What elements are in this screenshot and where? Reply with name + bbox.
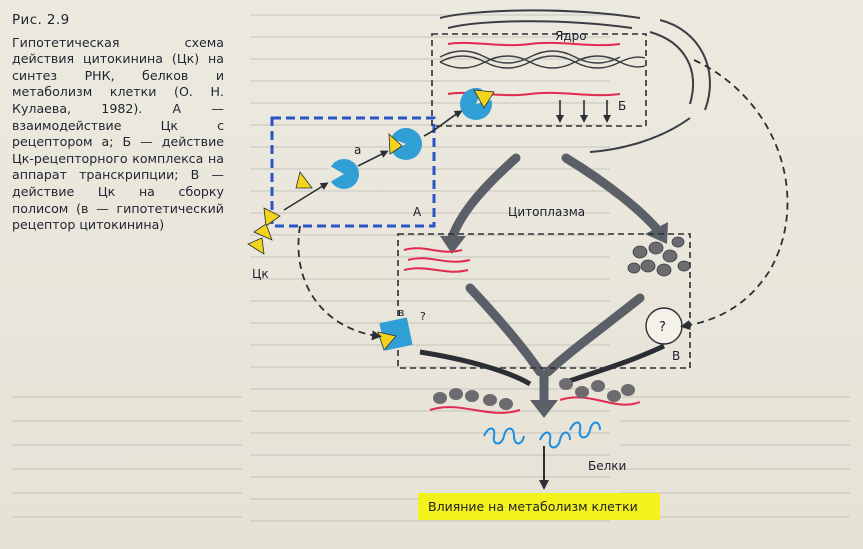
transcription-arrows (556, 100, 611, 123)
effect-label: Влияние на метаболизм клетки (428, 499, 638, 514)
polysome-left (429, 388, 521, 414)
main-flow-arrowheads (440, 222, 668, 418)
box-v-polysome (397, 233, 691, 369)
box-v-label: В (672, 349, 680, 363)
nuclear-rna-strands (447, 41, 621, 97)
nucleus-envelope (439, 9, 711, 153)
dashed-connectors (297, 59, 789, 341)
proteins-label: Белки (588, 459, 626, 473)
receptor-v (377, 317, 413, 351)
receptor-v-label: в (398, 306, 404, 319)
box-a-label: А (413, 205, 422, 219)
effect-highlight (418, 493, 660, 520)
cytoplasm-mrna (403, 247, 471, 273)
question-mark-receptor: ? (420, 310, 426, 323)
figure-description: Гипотетическая схема действия цитокинина… (12, 34, 224, 233)
main-flow-arrows (447, 153, 661, 407)
polysome-right (559, 378, 641, 406)
background-text-texture (12, 14, 850, 522)
nuclear-receptor-complex (460, 88, 495, 120)
figure-number: Рис. 2.9 (12, 12, 70, 28)
cytoplasm-label: Цитоплазма (508, 205, 585, 219)
receptor-a (327, 159, 359, 189)
box-b-transcription (431, 33, 647, 127)
ribosome-cluster (627, 236, 691, 277)
receptor-a-label: а (354, 143, 361, 157)
box-b-label: Б (618, 99, 626, 113)
cytokinin-label: Цк (252, 267, 269, 281)
cytokinin-molecules (247, 171, 313, 255)
dna-helix (439, 50, 646, 69)
protein-coils (483, 421, 601, 449)
receptor-a-bound (388, 128, 422, 160)
question-mark-factor: ? (659, 320, 666, 335)
figure-caption: Рис. 2.9 Гипотетическая схема действия ц… (12, 12, 224, 234)
nucleus-label: Ядро (555, 29, 587, 43)
box-a-arrows (283, 110, 463, 211)
box-a-receptor (270, 116, 436, 228)
